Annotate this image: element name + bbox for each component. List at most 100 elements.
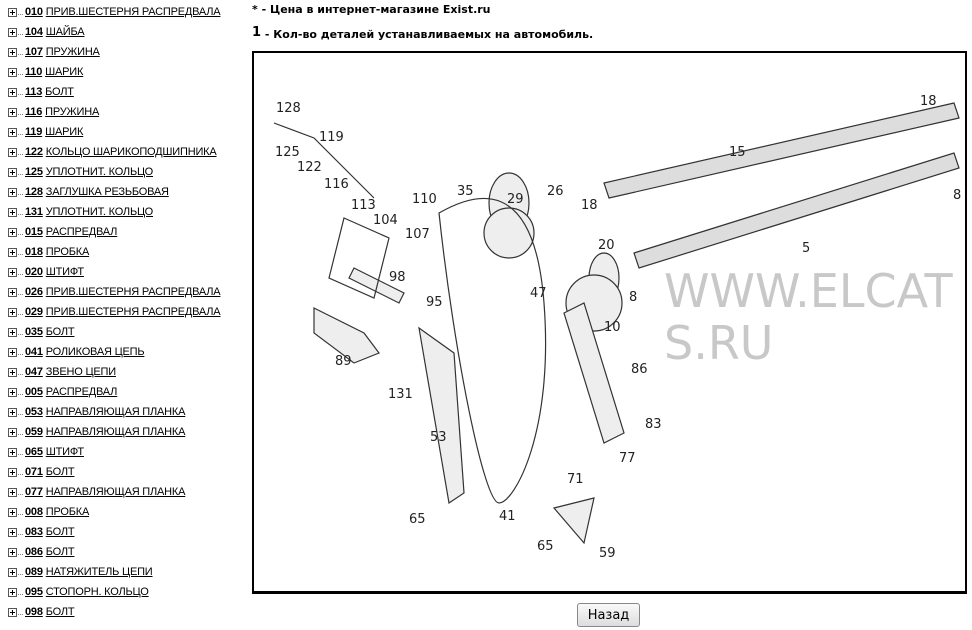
callout-label[interactable]: 53 [430,430,447,445]
expand-icon[interactable] [8,67,17,77]
expand-icon[interactable] [8,87,17,97]
callout-label[interactable]: 116 [324,177,349,192]
expand-icon[interactable] [8,107,17,117]
callout-label[interactable]: 41 [499,509,516,524]
callout-label[interactable]: 107 [405,227,430,242]
callout-label[interactable]: 10 [604,320,621,335]
expand-icon[interactable] [8,307,17,317]
expand-icon[interactable] [8,27,17,37]
expand-icon[interactable] [8,347,17,357]
callout-label[interactable]: 71 [567,472,584,487]
callout-label[interactable]: 35 [457,184,474,199]
callout-label[interactable]: 18 [920,94,937,109]
expand-icon[interactable] [8,567,17,577]
expand-icon[interactable] [8,7,17,17]
expand-icon[interactable] [8,267,17,277]
callout-label[interactable]: 20 [598,238,615,253]
callout-label[interactable]: 89 [335,354,352,369]
callout-label[interactable]: 5 [802,241,811,256]
expand-icon[interactable] [8,587,17,597]
callout-label[interactable]: 131 [388,387,413,402]
expand-icon[interactable] [8,47,17,57]
callout-label[interactable]: 47 [530,286,547,301]
callout-label[interactable]: 18 [581,198,598,213]
callout-label[interactable]: 125 [275,145,300,160]
expand-icon[interactable] [8,367,17,377]
callout-label[interactable]: 86 [631,362,648,377]
expand-icon[interactable] [8,607,17,617]
expand-icon[interactable] [8,207,17,217]
expand-icon[interactable] [8,487,17,497]
expand-icon[interactable] [8,227,17,237]
expand-icon[interactable] [8,247,17,257]
callout-label[interactable]: 8 [629,290,638,305]
expand-icon[interactable] [8,527,17,537]
callout-label[interactable]: 65 [537,539,554,554]
expand-icon[interactable] [8,407,17,417]
back-button[interactable]: Назад [577,603,640,627]
callout-label[interactable]: 128 [276,101,301,116]
callout-label[interactable]: 98 [389,270,406,285]
callout-label[interactable]: 110 [412,192,437,207]
expand-icon[interactable] [8,327,17,337]
callout-label[interactable]: 29 [507,192,524,207]
expand-icon[interactable] [8,467,17,477]
expand-icon[interactable] [8,187,17,197]
expand-icon[interactable] [8,387,17,397]
callout-label[interactable]: 119 [319,130,344,145]
expand-icon[interactable] [8,287,17,297]
expand-icon[interactable] [8,127,17,137]
expand-icon[interactable] [8,547,17,557]
expand-icon[interactable] [8,167,17,177]
callout-label[interactable]: 77 [619,451,636,466]
callout-label[interactable]: 113 [351,198,376,213]
price-mark: * [252,3,258,16]
callout-label[interactable]: 15 [729,145,746,160]
callout-label[interactable]: 26 [547,184,564,199]
callout-label[interactable]: 122 [297,160,322,175]
part-name: НАПРАВЛЯЮЩАЯ ПЛАНКА [45,426,186,438]
callout-label[interactable]: 65 [409,512,426,527]
callout-label[interactable]: 83 [645,417,662,432]
callout-label[interactable]: 59 [599,546,616,561]
callout-label[interactable]: 95 [426,295,443,310]
expand-icon[interactable] [8,447,17,457]
expand-icon[interactable] [8,507,17,517]
callout-label[interactable]: 8 [953,188,962,203]
expand-icon[interactable] [8,147,17,157]
callout-label[interactable]: 104 [373,213,398,228]
expand-icon[interactable] [8,427,17,437]
